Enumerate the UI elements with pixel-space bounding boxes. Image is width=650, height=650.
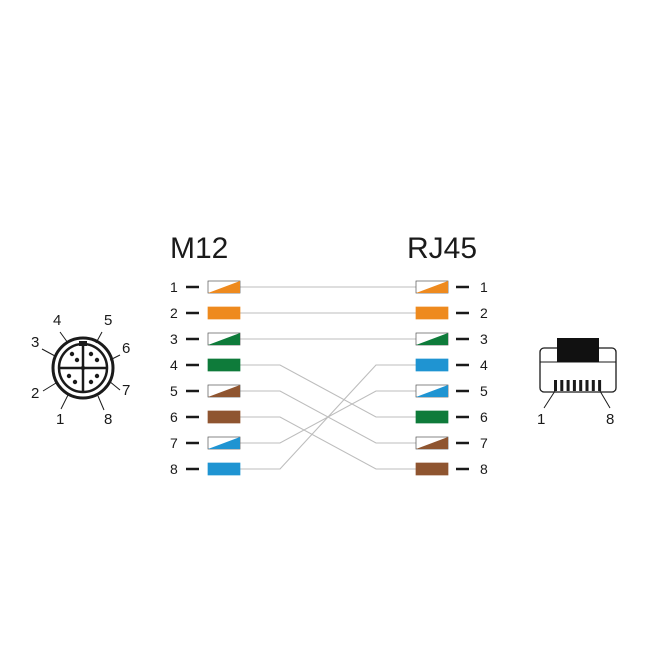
wire [240, 416, 416, 470]
rj45-pin-number: 2 [480, 305, 488, 321]
m12-pin-color-box [207, 306, 241, 320]
m12-key-notch [79, 341, 87, 346]
m12-pin-number: 8 [170, 461, 178, 477]
wire [240, 364, 416, 470]
m12-pin-hole [94, 357, 100, 363]
rj45-pin-number: 3 [480, 331, 488, 347]
m12-pin-number: 3 [170, 331, 178, 347]
m12-pin-color-box [207, 280, 241, 294]
m12-pin-hole [88, 351, 94, 357]
wire-connections [240, 286, 416, 470]
rj45-pin-color-box [415, 280, 449, 294]
m12-header: M12 [170, 232, 228, 265]
m12-face-pin-label: 6 [122, 340, 130, 357]
rj45-pin-number: 4 [480, 357, 488, 373]
rj45-pin-number: 6 [480, 409, 488, 425]
rj45-contact [598, 380, 602, 391]
rj45-pin-color-box [415, 358, 449, 372]
rj45-pin-color-box [415, 306, 449, 320]
m12-pin-number: 2 [170, 305, 178, 321]
rj45-plug-label-left: 1 [537, 411, 545, 428]
m12-face-leader [60, 394, 69, 410]
m12-pin-number: 7 [170, 435, 178, 451]
m12-face-pin-label: 1 [56, 411, 64, 428]
m12-face-leader [95, 331, 103, 344]
m12-pin-color-box [207, 332, 241, 346]
rj45-pin-number: 7 [480, 435, 488, 451]
rj45-contact [566, 380, 570, 391]
m12-pin-number: 1 [170, 279, 178, 295]
m12-face-leader [109, 354, 121, 361]
m12-face-pin-label: 4 [53, 312, 61, 329]
m12-pin-color-box [207, 436, 241, 450]
m12-pin-list: 1 2 3 4 5 6 7 8 [170, 279, 241, 477]
m12-face-pin-label: 2 [31, 385, 39, 402]
rj45-contact [572, 380, 576, 391]
m12-pin-hole [66, 373, 72, 379]
rj45-pin-number: 5 [480, 383, 488, 399]
m12-pin-color-box [207, 384, 241, 398]
m12-pin-hole [72, 379, 78, 385]
rj45-pin-color-box [415, 410, 449, 424]
m12-pin-hole [94, 373, 100, 379]
m12-pin-color-box [207, 462, 241, 476]
rj45-pin-number: 1 [480, 279, 488, 295]
m12-face-leader [59, 331, 69, 344]
rj45-latch [557, 338, 599, 362]
m12-face-pin-label: 8 [104, 411, 112, 428]
m12-connector-face: 12 34 56 78 [31, 312, 130, 428]
rj45-plug-label-right: 8 [606, 411, 614, 428]
m12-face-pin-label: 7 [122, 382, 130, 399]
rj45-pin-number: 8 [480, 461, 488, 477]
m12-pin-number: 6 [170, 409, 178, 425]
rj45-pin-color-box [415, 384, 449, 398]
rj45-pin-color-box [415, 462, 449, 476]
m12-pin-hole [69, 351, 75, 357]
rj45-contact [560, 380, 564, 391]
m12-face-pin-label: 5 [104, 312, 112, 329]
m12-face-leader [41, 348, 56, 357]
rj45-pin-color-box [415, 332, 449, 346]
rj45-pin-color-box [415, 436, 449, 450]
m12-face-leader [108, 380, 121, 391]
m12-face-leader [97, 395, 105, 411]
rj45-contact [579, 380, 583, 391]
rj45-contact [585, 380, 589, 391]
m12-pin-hole [74, 357, 80, 363]
rj45-leader-right [599, 390, 611, 409]
m12-pin-number: 4 [170, 357, 178, 373]
rj45-contact [554, 380, 557, 391]
rj45-header: RJ45 [407, 232, 477, 265]
rj45-contact [591, 380, 595, 391]
wire [240, 364, 416, 418]
m12-pin-color-box [207, 358, 241, 372]
m12-face-leader [42, 382, 57, 392]
rj45-leader-left [543, 390, 556, 409]
m12-pin-color-box [207, 410, 241, 424]
m12-face-pin-label: 3 [31, 334, 39, 351]
m12-pin-number: 5 [170, 383, 178, 399]
m12-pin-hole [80, 365, 86, 371]
rj45-pin-list: 1 2 3 4 5 6 7 8 [415, 279, 488, 477]
m12-pin-hole [88, 379, 94, 385]
